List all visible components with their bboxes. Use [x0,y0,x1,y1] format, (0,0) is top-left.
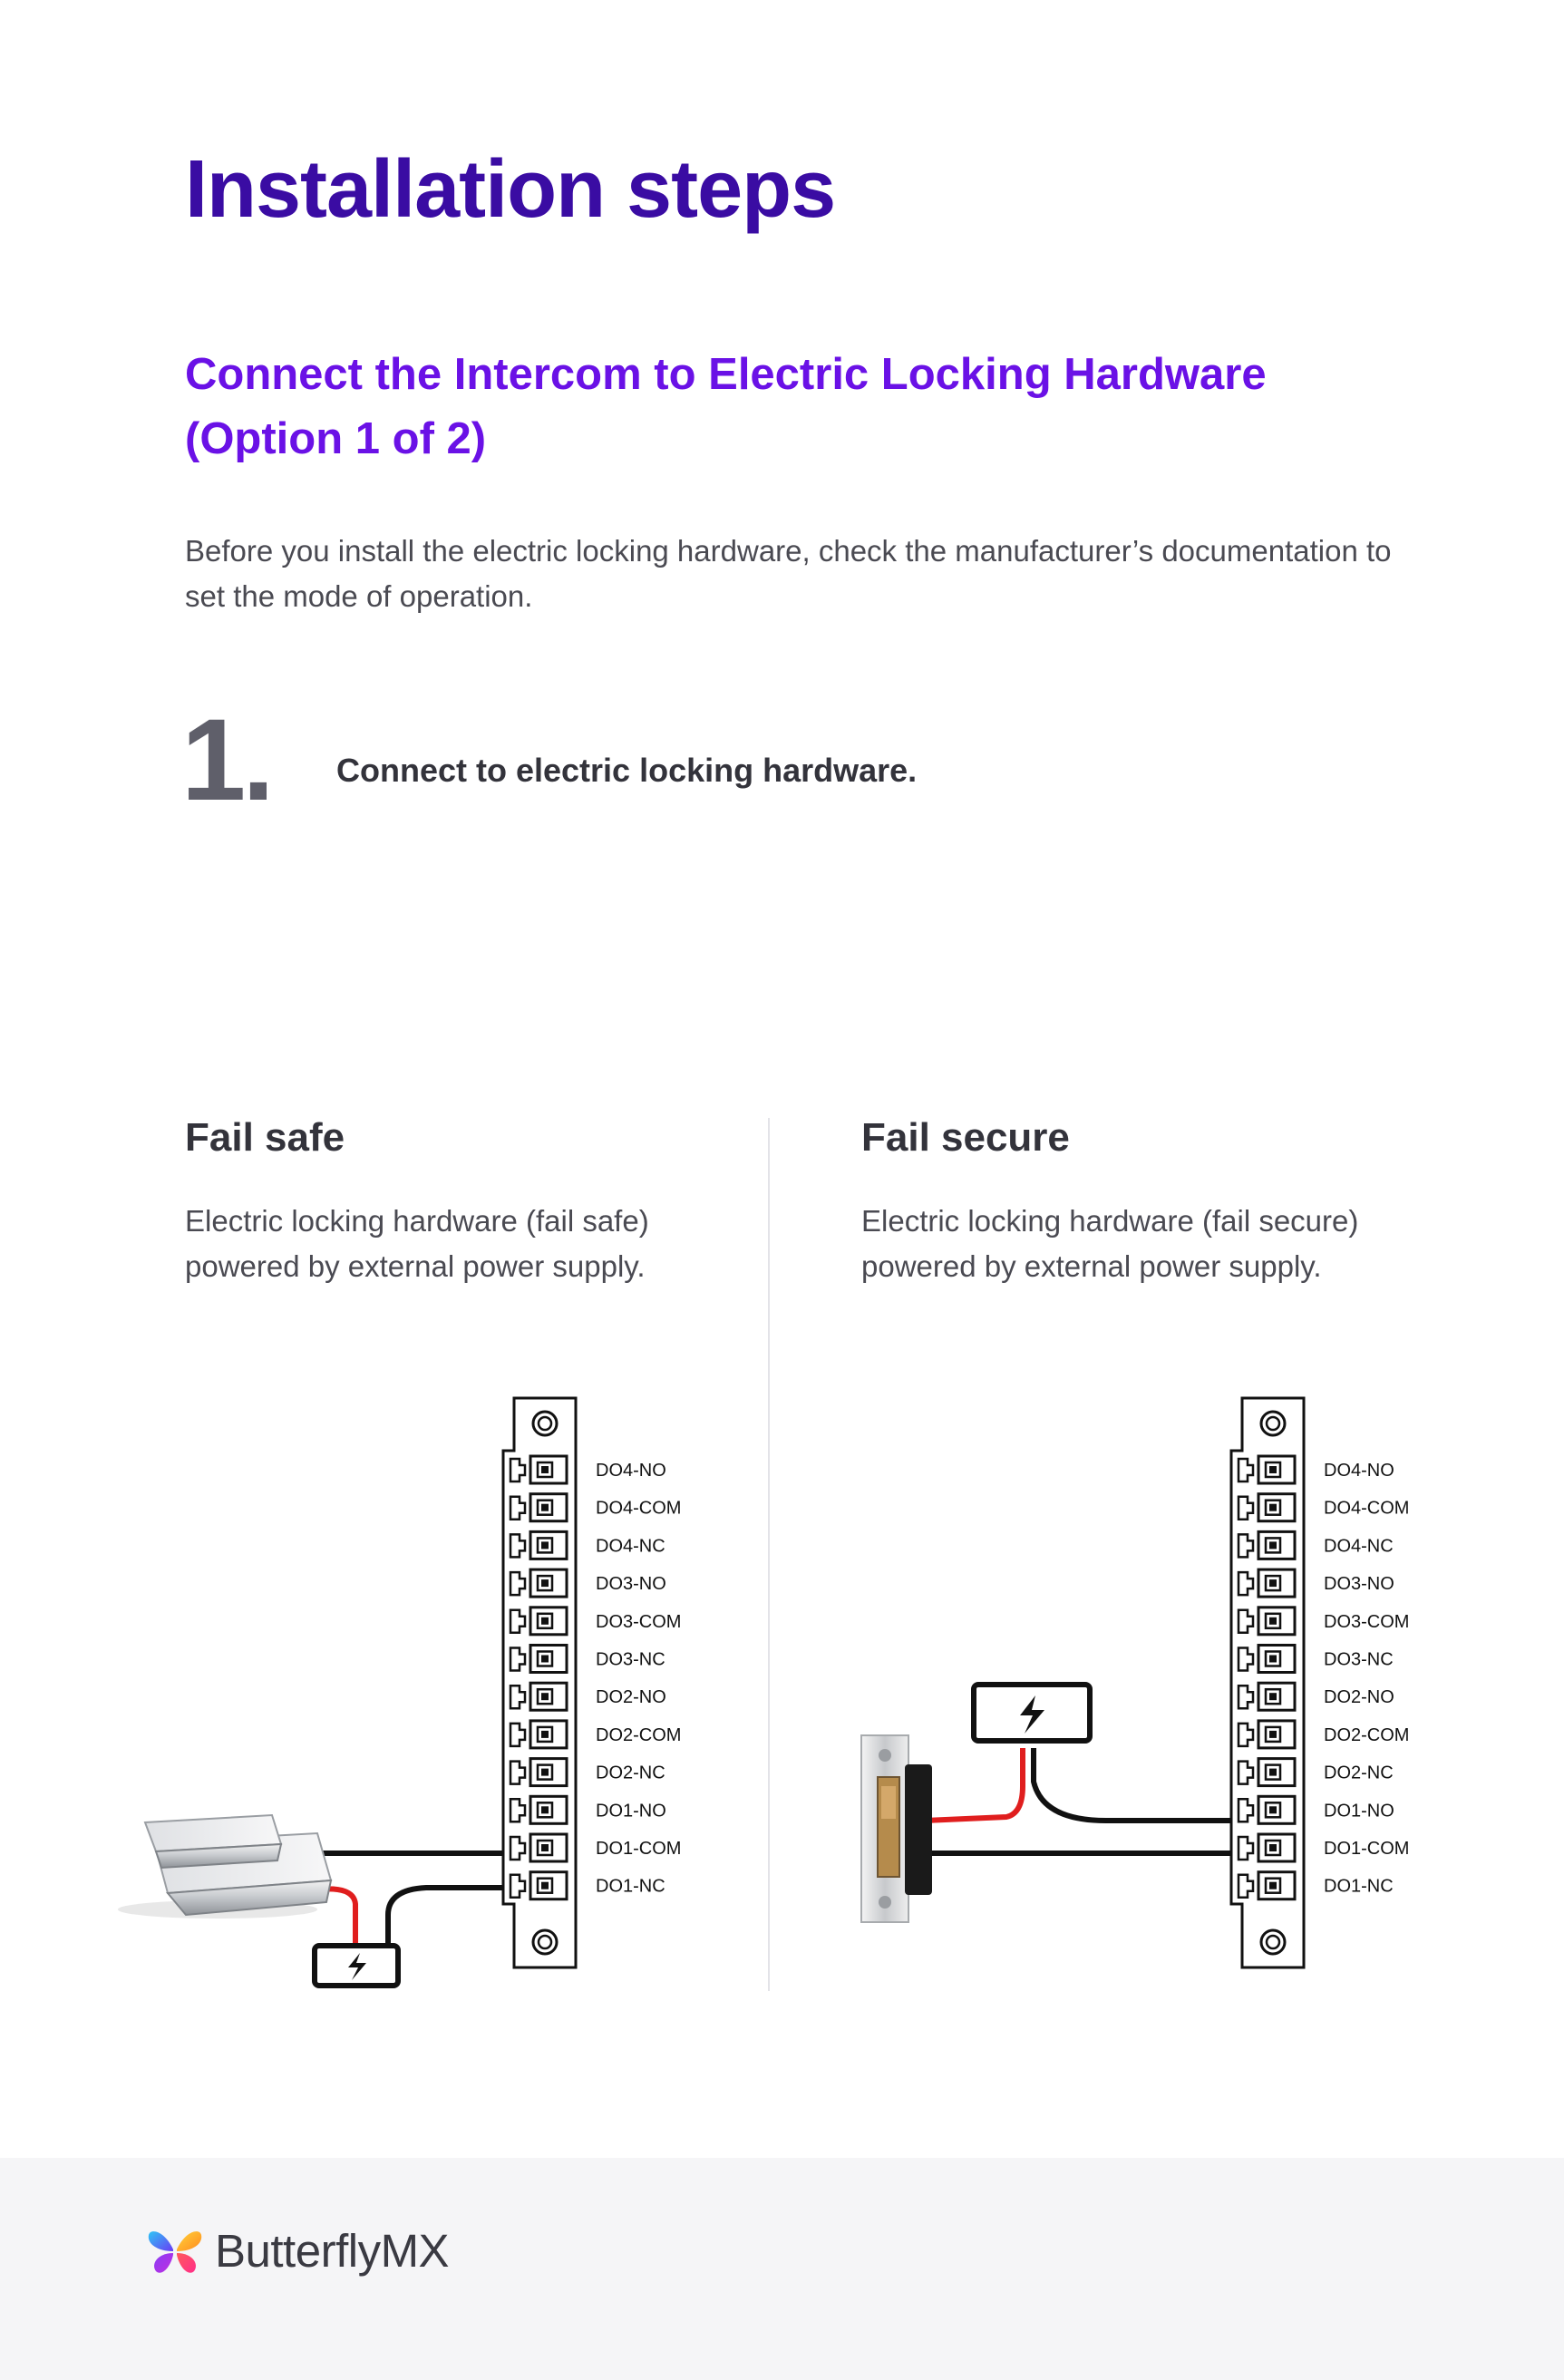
electric-strike-image [860,1734,932,1923]
terminal-slot [509,1681,568,1712]
fail-safe-description: Electric locking hardware (fail safe) po… [185,1204,649,1283]
terminal-label: DO3-COM [596,1612,681,1632]
terminal-slot [509,1568,568,1598]
terminal-slot [509,1454,568,1485]
terminal-slot [509,1757,568,1788]
terminal-label: DO2-NC [1324,1763,1394,1783]
page-title: Installation steps [185,144,836,235]
power-supply-icon [312,1943,401,1988]
column-divider [768,1118,770,1991]
terminal-label: DO4-NO [596,1461,666,1481]
terminal-label: DO3-COM [1324,1612,1409,1632]
terminal-block: DO4-NO DO4-COM DO4-NC DO3-NO DO3-COM DO3-NC DO… [501,1396,681,1969]
brand-name: ButterflyMX [215,2225,450,2277]
fail-secure-title: Fail secure [861,1115,1070,1160]
terminal-label: DO1-NO [1324,1801,1394,1821]
terminal-slot [1237,1492,1297,1523]
terminal-slot [1237,1454,1297,1485]
terminal-slot [509,1644,568,1674]
terminal-slot [1237,1870,1297,1901]
terminal-slot [509,1832,568,1863]
terminal-slot [1237,1757,1297,1788]
terminal-slot [1237,1606,1297,1637]
terminal-label: DO1-NC [1324,1877,1394,1897]
maglock-image [118,1813,333,1919]
terminal-slot [1237,1832,1297,1863]
terminal-slot [1237,1530,1297,1560]
terminal-label: DO2-NO [1324,1687,1394,1707]
terminal-slot [509,1719,568,1750]
terminal-label: DO1-COM [596,1839,681,1859]
terminal-label: DO3-NO [1324,1574,1394,1594]
terminal-slot [509,1606,568,1637]
terminal-label: DO3-NC [1324,1650,1394,1670]
power-supply-icon [971,1682,1093,1744]
terminal-label: DO4-COM [1324,1499,1409,1519]
section-title: Connect the Intercom to Electric Locking… [185,350,1267,463]
butterfly-logo-icon [148,2231,202,2273]
terminal-slot [1237,1794,1297,1825]
terminal-slot [1237,1719,1297,1750]
fail-safe-wiring-diagram: DO4-NO DO4-COM DO4-NC DO3-NO DO3-COM DO3-NC DO… [118,1396,681,1988]
step-number: 1. [181,695,275,825]
terminal-slot [509,1530,568,1560]
terminal-label: DO2-COM [1324,1725,1409,1745]
terminal-slot [1237,1568,1297,1598]
terminal-label: DO4-NC [1324,1536,1394,1556]
terminal-label: DO4-NC [596,1536,665,1556]
terminal-label: DO2-NC [596,1763,665,1783]
terminal-slot [509,1870,568,1901]
terminal-label: DO3-NO [596,1574,666,1594]
terminal-label: DO1-NO [596,1801,666,1821]
terminal-block: DO4-NO DO4-COM DO4-NC DO3-NO DO3-COM DO3-NC DO… [1229,1396,1409,1969]
fail-secure-wiring-diagram: DO4-NO DO4-COM DO4-NC DO3-NO DO3-COM DO3-NC DO… [860,1396,1409,1969]
fail-secure-description: Electric locking hardware (fail secure) … [861,1204,1359,1283]
terminal-label: DO2-COM [596,1725,681,1745]
step-text: Connect to electric locking hardware. [336,752,918,789]
terminal-label: DO1-NC [596,1877,665,1897]
terminal-label: DO4-NO [1324,1461,1394,1481]
terminal-slot [1237,1681,1297,1712]
terminal-slot [509,1492,568,1523]
terminal-label: DO1-COM [1324,1839,1409,1859]
terminal-label: DO2-NO [596,1687,666,1707]
footer [0,2158,1564,2380]
terminal-label: DO3-NC [596,1650,665,1670]
terminal-label: DO4-COM [596,1499,681,1519]
terminal-slot [509,1794,568,1825]
terminal-slot [1237,1644,1297,1674]
fail-safe-title: Fail safe [185,1115,345,1160]
intro-text: Before you install the electric locking … [185,534,1392,613]
